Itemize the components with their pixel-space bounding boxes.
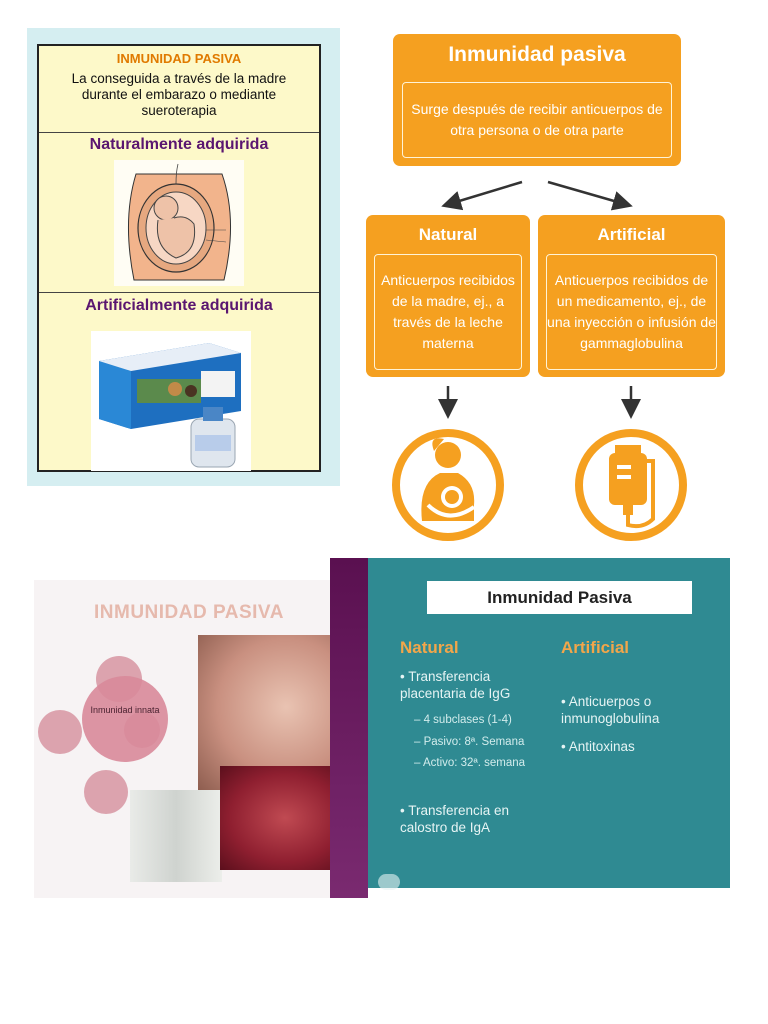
- table-description: La conseguida a través de la madre duran…: [71, 71, 287, 118]
- natural-row-heading: Naturalmente adquirida: [89, 136, 269, 153]
- arrow-to-artificial: [547, 180, 633, 211]
- slide-natural-item: • Transferencia en calostro de IgA: [400, 803, 510, 835]
- passive-immunity-collage: INMUNIDAD PASIVA Inmunidad innata: [34, 580, 358, 898]
- antitetanus-serum-package-image: [91, 331, 251, 471]
- pregnancy-illustration: [114, 160, 244, 286]
- slide-natural-subitem: – Activo: 32ª. semana: [414, 757, 526, 769]
- innate-immunity-bubble: [82, 676, 168, 762]
- passive-immunity-definition: Surge después de recibir anticuerpos de …: [402, 82, 672, 158]
- slide-artificial-item: • Anticuerpos o inmunoglobulina: [561, 694, 660, 726]
- fetus-in-womb-photo: [220, 766, 350, 870]
- slide-artificial-heading: Artificial: [561, 638, 630, 657]
- natural-description: Anticuerpos recibidos de la madre, ej., …: [374, 254, 522, 370]
- slide-natural-subitem: – Pasivo: 8ª. Semana: [414, 736, 525, 748]
- passive-immunity-table-card: INMUNIDAD PASIVA La conseguida a través …: [27, 28, 340, 486]
- slide-natural-heading: Natural: [400, 638, 459, 657]
- passive-immunity-title: Inmunidad pasiva: [448, 43, 626, 66]
- passive-immunity-table: INMUNIDAD PASIVA La conseguida a través …: [37, 44, 321, 472]
- slide-title: Inmunidad Pasiva: [427, 581, 692, 614]
- concept-bubble-left: [38, 710, 82, 754]
- collage-watermark: INMUNIDAD PASIVA: [94, 602, 284, 623]
- breastfeeding-icon: [392, 429, 504, 541]
- iv-bag-icon: [575, 429, 687, 541]
- table-header-row: INMUNIDAD PASIVA La conseguida a través …: [39, 46, 319, 133]
- slide-purple-band: [330, 558, 368, 898]
- slide-logo: [378, 874, 400, 890]
- arrow-to-natural: [441, 180, 523, 211]
- slide-artificial-item: • Antitoxinas: [561, 739, 635, 754]
- passive-immunity-box: Inmunidad pasiva Surge después de recibi…: [393, 34, 681, 166]
- natural-title: Natural: [418, 225, 478, 244]
- table-natural-row: Naturalmente adquirida: [39, 132, 319, 293]
- artificial-title: Artificial: [597, 225, 666, 244]
- artificial-row-heading: Artificialmente adquirida: [85, 297, 273, 314]
- table-artificial-row: Artificialmente adquirida: [39, 293, 319, 471]
- table-title: INMUNIDAD PASIVA: [116, 51, 242, 66]
- iv-bags-photo: [130, 790, 222, 882]
- innate-immunity-label: Inmunidad innata: [90, 705, 160, 715]
- natural-immunity-box: Natural Anticuerpos recibidos de la madr…: [366, 215, 530, 377]
- passive-immunity-slide: Inmunidad Pasiva Natural Artificial • Tr…: [330, 558, 730, 898]
- slide-natural-item: • Transferencia placentaria de IgG: [400, 669, 511, 701]
- artificial-description: Anticuerpos recibidos de un medicamento,…: [546, 254, 717, 370]
- concept-bubble-bottom: [84, 770, 128, 814]
- slide-natural-subitem: – 4 subclases (1-4): [414, 714, 512, 726]
- artificial-immunity-box: Artificial Anticuerpos recibidos de un m…: [538, 215, 725, 377]
